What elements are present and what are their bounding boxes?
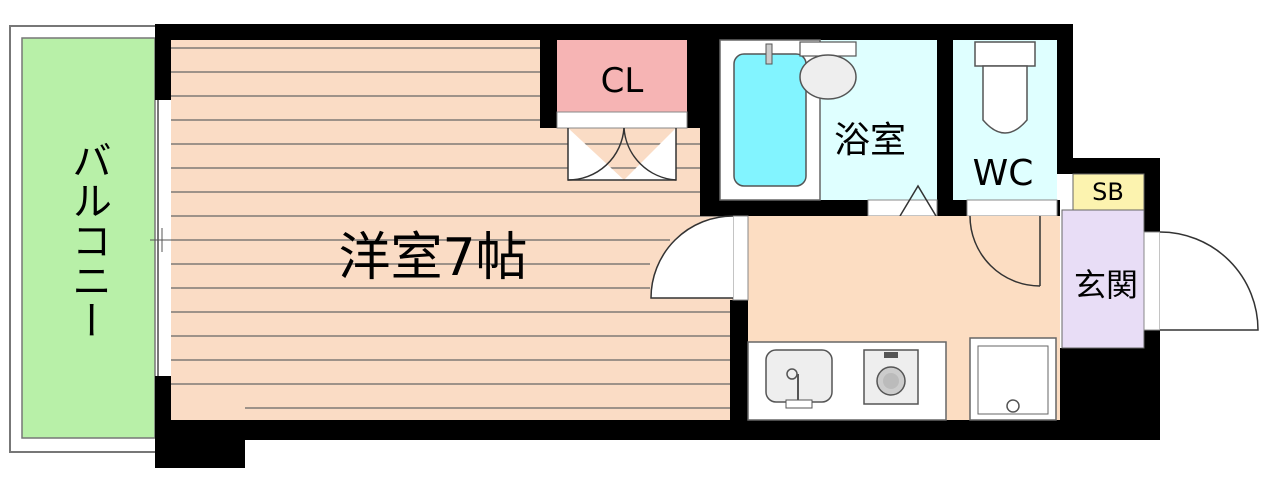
sink-icon bbox=[765, 349, 833, 409]
washbasin-icon bbox=[799, 41, 857, 100]
bathtub-icon bbox=[733, 53, 807, 187]
toilet-icon bbox=[974, 41, 1036, 134]
closet-door-icon bbox=[567, 127, 677, 181]
closet-label: CL bbox=[601, 61, 644, 101]
room-door-icon bbox=[650, 215, 749, 301]
closet bbox=[540, 24, 700, 181]
balcony bbox=[9, 25, 175, 453]
entrance bbox=[1061, 173, 1259, 349]
balcony-label: バルコニー bbox=[65, 140, 111, 340]
shoe-box-label: SB bbox=[1092, 178, 1124, 206]
washing-machine-pan-icon bbox=[969, 337, 1057, 421]
entrance-door-icon bbox=[1159, 231, 1259, 331]
kitchen-area bbox=[747, 215, 1060, 421]
bathroom bbox=[719, 39, 938, 217]
bath-door-icon bbox=[899, 184, 937, 217]
entrance-label: 玄関 bbox=[1074, 266, 1138, 304]
toilet-room bbox=[953, 40, 1058, 287]
outer-walls bbox=[155, 24, 1160, 468]
toilet-label: WC bbox=[973, 153, 1034, 194]
western-room-label: 洋室7帖 bbox=[338, 228, 527, 288]
bathroom-label: 浴室 bbox=[834, 120, 906, 161]
stove-icon bbox=[863, 349, 919, 405]
